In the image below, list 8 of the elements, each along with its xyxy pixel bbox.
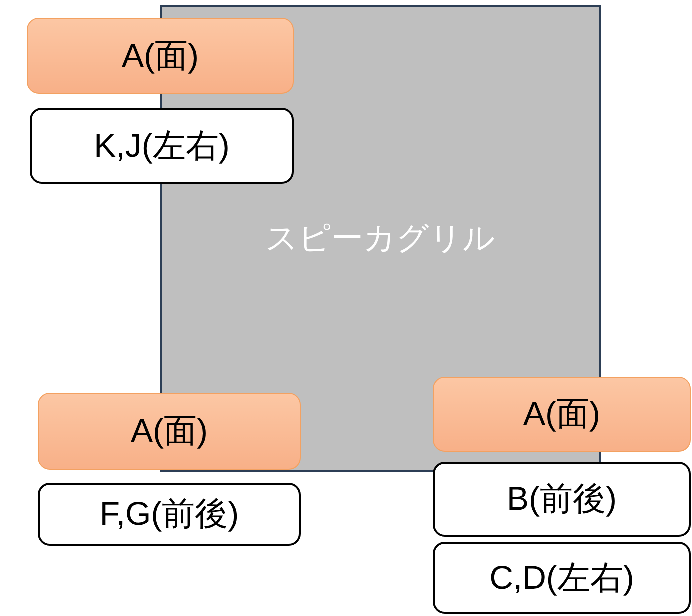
face-label-box: A(面) (433, 377, 691, 452)
face-label-box: A(面) (38, 393, 301, 470)
direction-label-box: C,D(左右) (433, 542, 691, 614)
direction-label-box: K,J(左右) (30, 108, 294, 184)
direction-label-box: F,G(前後) (38, 483, 301, 546)
direction-label-box: B(前後) (433, 462, 691, 537)
panel-label: スピーカグリル (266, 218, 496, 258)
face-label-box: A(面) (27, 18, 294, 94)
